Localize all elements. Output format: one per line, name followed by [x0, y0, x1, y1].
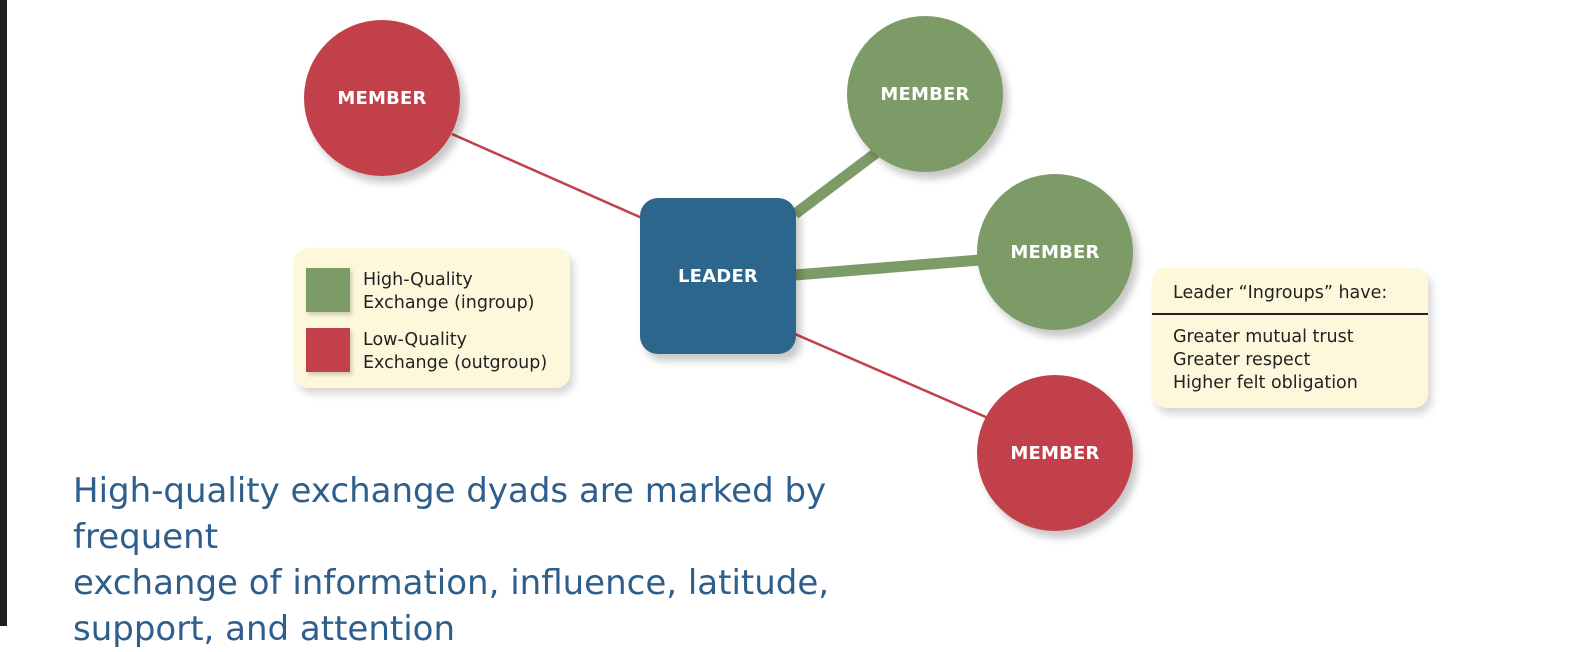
slide-caption: High-quality exchange dyads are marked b… — [73, 468, 973, 652]
ingroup-info-box: Leader “Ingroups” have: Greater mutual t… — [1152, 268, 1428, 408]
info-box-item: Greater respect — [1173, 350, 1311, 370]
caption-line: support, and attention — [73, 609, 456, 649]
member-label: MEMBER — [1010, 442, 1100, 464]
legend-label-line: Exchange (ingroup) — [363, 293, 535, 313]
legend-swatch-red — [306, 328, 350, 372]
leader-node: LEADER — [640, 198, 796, 354]
legend-item-low-quality: Low-Quality Exchange (outgroup) — [306, 328, 547, 375]
member-node-top-right: MEMBER — [847, 16, 1003, 172]
info-box-item: Greater mutual trust — [1173, 327, 1354, 347]
member-node-bottom-right: MEMBER — [977, 375, 1133, 531]
info-box-title: Leader “Ingroups” have: — [1173, 283, 1388, 303]
legend-label-line: Exchange (outgroup) — [363, 353, 548, 373]
link-member-top-left — [451, 132, 643, 220]
link-member-bottom-right — [794, 332, 989, 420]
member-node-top-left: MEMBER — [304, 20, 460, 176]
legend-swatch-green — [306, 268, 350, 312]
legend-item-high-quality: High-Quality Exchange (ingroup) — [306, 268, 535, 315]
leader-label: LEADER — [678, 265, 758, 287]
member-label: MEMBER — [880, 83, 970, 105]
link-member-middle-right — [794, 254, 981, 281]
caption-line: High-quality exchange dyads are marked b… — [73, 471, 827, 557]
legend: High-Quality Exchange (ingroup) Low-Qual… — [294, 248, 570, 388]
legend-label: Low-Quality Exchange (outgroup) — [363, 329, 547, 375]
legend-label-line: Low-Quality — [363, 330, 467, 350]
caption-line: exchange of information, influence, lati… — [73, 563, 830, 603]
window-edge — [0, 0, 7, 626]
info-box-divider — [1152, 313, 1428, 315]
legend-label-line: High-Quality — [363, 270, 473, 290]
legend-label: High-Quality Exchange (ingroup) — [363, 269, 535, 315]
member-node-middle-right: MEMBER — [977, 174, 1133, 330]
link-member-top-right — [791, 148, 880, 219]
info-box-list: Greater mutual trust Greater respect Hig… — [1173, 326, 1358, 395]
member-label: MEMBER — [1010, 241, 1100, 263]
info-box-item: Higher felt obligation — [1173, 373, 1358, 393]
member-label: MEMBER — [337, 87, 427, 109]
exchange-links — [451, 132, 989, 420]
